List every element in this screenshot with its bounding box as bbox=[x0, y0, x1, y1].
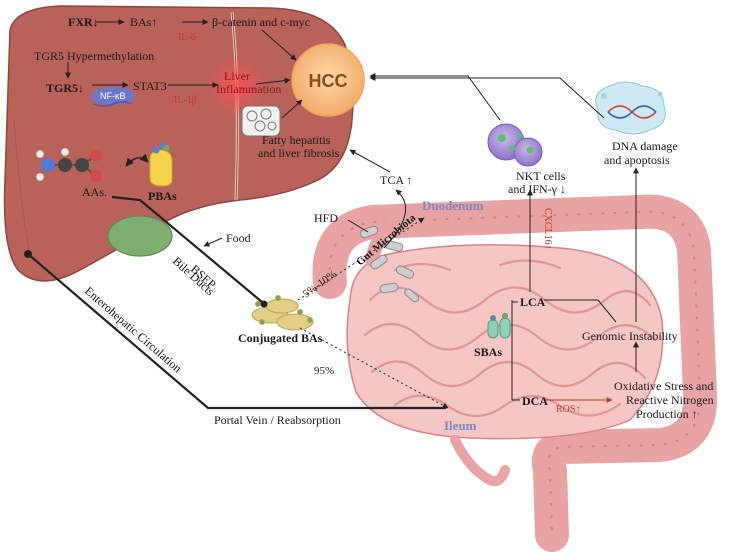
oxidative-label-1: Oxidative Stress and bbox=[614, 379, 713, 393]
pbas-label: PBAs bbox=[148, 189, 177, 203]
inflammation-glow bbox=[206, 56, 266, 116]
nkt-label-2: and IFN-γ ↓ bbox=[508, 182, 566, 196]
dna-damage-label-1: DNA damage bbox=[612, 139, 678, 153]
il6-label: IL-6 bbox=[178, 32, 196, 43]
nkt-label-1: NKT cells bbox=[516, 169, 566, 183]
dna-damage-label-2: and apoptosis bbox=[604, 153, 670, 167]
arrows bbox=[24, 19, 639, 410]
sbas-label: SBAs bbox=[474, 345, 502, 359]
cxcl16-label: CXCL16↑ bbox=[542, 208, 553, 250]
nfkb-badge bbox=[91, 87, 135, 107]
liver-illustration bbox=[3, 5, 354, 282]
gut-microbiota-icons bbox=[359, 225, 420, 303]
pct-large-label: 95% bbox=[314, 365, 334, 377]
lca-label: LCA bbox=[520, 295, 546, 309]
sbas-molecule-icon bbox=[487, 313, 511, 339]
enterohepatic-circulation-label: Enterohepatic Circulation bbox=[82, 284, 184, 376]
hfd-label: HFD bbox=[314, 211, 338, 225]
stat3-label: STAT3 bbox=[133, 79, 167, 93]
hcc-tumor bbox=[291, 43, 365, 117]
hcc-label: HCC bbox=[309, 71, 348, 91]
food-label: Food bbox=[226, 231, 251, 245]
ileum-label: Ileum bbox=[444, 418, 477, 433]
dca-label: DCA bbox=[522, 394, 548, 408]
inflammation-label-2: Inflammation bbox=[216, 82, 281, 96]
dna-damage-icon bbox=[595, 81, 666, 135]
conjugated-bas-icon bbox=[251, 295, 314, 331]
nkt-cells-icon bbox=[487, 123, 543, 167]
nfkb-label: NF-κB bbox=[100, 91, 126, 101]
tca-label: TCA ↑ bbox=[380, 173, 412, 187]
genomic-instability-label: Genomic Instability bbox=[582, 329, 678, 343]
aa-pba-exchange-arrow bbox=[125, 153, 149, 167]
portal-vein-label: Portal Vein / Reabsorption bbox=[214, 413, 341, 427]
fxr-label: FXR↓ bbox=[68, 15, 99, 29]
beta-catenin-label: β-catenin and c-myc bbox=[212, 15, 310, 29]
tgr5-hypermethylation-label: TGR5 Hypermethylation bbox=[34, 49, 154, 63]
duodenum-label: Duodenum bbox=[422, 198, 484, 213]
fatty-hepatitis-label-1: Fatty hepatitis bbox=[262, 133, 331, 147]
conjugated-bas-label: Conjugated BAs bbox=[238, 331, 323, 345]
aas-label: AAs. bbox=[82, 185, 107, 199]
il1b-label: IL-1β bbox=[174, 95, 197, 106]
inflammation-label-1: Liver bbox=[224, 69, 250, 83]
fatty-hepatitis-label-2: and liver fibrosis bbox=[258, 146, 340, 160]
amino-acid-molecule-icon bbox=[35, 147, 102, 182]
bas-up-label: BAs↑ bbox=[130, 15, 157, 29]
oxidative-label-3: Production ↑ bbox=[636, 407, 698, 421]
tgr5-down-label: TGR5↓ bbox=[46, 81, 84, 95]
pbas-molecule-icon bbox=[149, 142, 173, 187]
fatty-liver-icon bbox=[241, 105, 281, 137]
ros-label: ROS↑ bbox=[556, 404, 580, 415]
oxidative-label-2: Reactive Nitrogen bbox=[626, 393, 714, 407]
